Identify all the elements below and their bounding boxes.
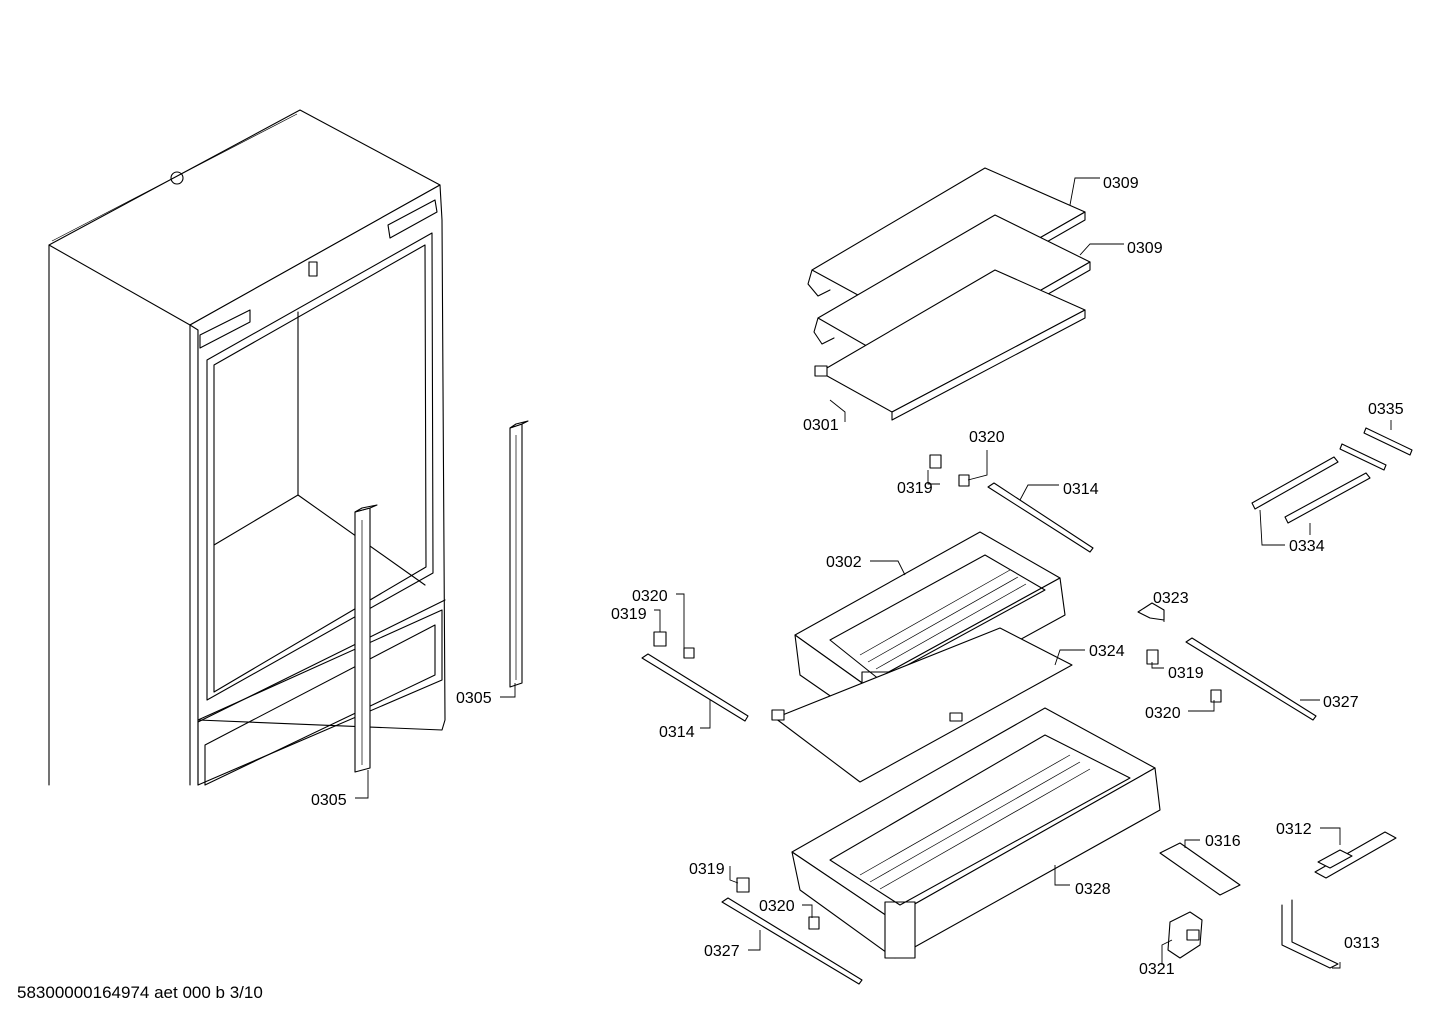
callout-0313: 0313	[1344, 935, 1380, 952]
clip-0319-b	[653, 631, 667, 647]
lower-drawer	[791, 707, 1161, 959]
callout-0321: 0321	[1139, 961, 1175, 978]
callout-0327-lower: 0327	[704, 943, 740, 960]
hinge-0321	[1167, 911, 1203, 959]
bracket-0313	[1281, 899, 1339, 969]
callout-0305-left: 0305	[311, 792, 347, 809]
slide-rail-0314-upper	[987, 482, 1094, 553]
callout-0323: 0323	[1153, 590, 1189, 607]
slide-rail-0314-left	[641, 653, 749, 722]
refrigerator-cabinet	[48, 109, 446, 786]
slide-rail-0327-right	[1185, 637, 1317, 721]
callout-0320-c: 0320	[1145, 705, 1181, 722]
cover-0316	[1159, 842, 1241, 896]
callout-0309-middle: 0309	[1127, 240, 1163, 257]
clip-0320-a	[958, 474, 970, 487]
clip-0320-d	[808, 916, 820, 930]
document-id: 58300000164974 aet 000 b 3/10	[17, 983, 263, 1002]
callout-0320-b: 0320	[632, 588, 668, 605]
clip-0320-b	[683, 647, 695, 659]
clip-0320-c	[1210, 689, 1222, 703]
callout-0314-left: 0314	[659, 724, 695, 741]
holder-0312	[1314, 831, 1397, 879]
callout-0312: 0312	[1276, 821, 1312, 838]
callout-0309-top: 0309	[1103, 175, 1139, 192]
callout-0302: 0302	[826, 554, 862, 571]
callout-0327-right: 0327	[1323, 694, 1359, 711]
clip-0319-c	[1146, 649, 1159, 665]
callout-0320-a: 0320	[969, 429, 1005, 446]
glass-shelf-bottom	[814, 269, 1086, 421]
callout-0319-b: 0319	[611, 606, 647, 623]
clip-0319-a	[929, 454, 942, 469]
callout-0301: 0301	[803, 417, 839, 434]
callout-0314-upper: 0314	[1063, 481, 1099, 498]
callout-0316: 0316	[1205, 833, 1241, 850]
callout-0319-c: 0319	[1168, 665, 1204, 682]
vertical-rail-right	[509, 420, 529, 688]
callout-0320-d: 0320	[759, 898, 795, 915]
leader-lines	[355, 177, 1392, 969]
callout-0334: 0334	[1289, 538, 1325, 555]
callout-0328: 0328	[1075, 881, 1111, 898]
vertical-rail-left	[354, 504, 378, 773]
slide-rail-0327-lower	[721, 897, 863, 985]
trim-strips	[1251, 427, 1413, 524]
callout-0305-right: 0305	[456, 690, 492, 707]
clip-0319-d	[736, 877, 750, 893]
callout-0319-a: 0319	[897, 480, 933, 497]
callout-0319-d: 0319	[689, 861, 725, 878]
divider-plate	[771, 627, 1073, 783]
callout-0324: 0324	[1089, 643, 1125, 660]
callout-0335: 0335	[1368, 401, 1404, 418]
callout-labels: 0309 0309 0301 0320 0319 0314 0335 0334 …	[311, 175, 1404, 978]
